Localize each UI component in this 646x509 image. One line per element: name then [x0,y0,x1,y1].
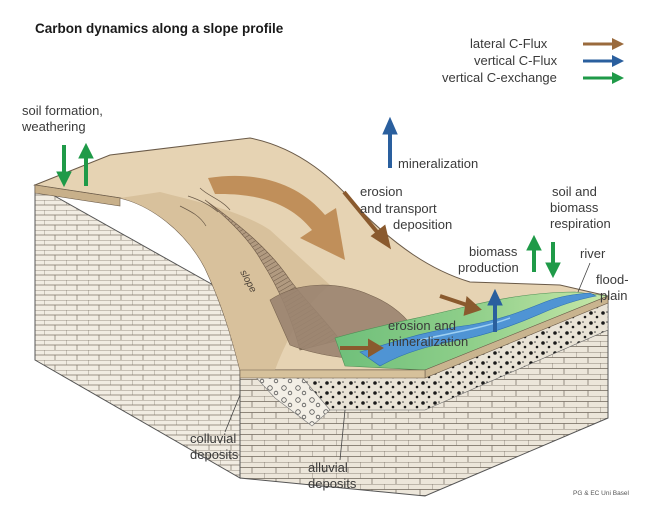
river-highlight [419,317,511,341]
legend-vertical-flux-label: vertical C-Flux [474,53,558,68]
vertical-exchange-arrows [56,142,561,279]
weathering-label: weathering [21,119,86,134]
lateral-flux-arrows [340,190,482,358]
plain-label: plain [600,288,627,303]
river-leader-line [577,262,591,293]
respiration-label: respiration [550,216,611,231]
mineralization-label: mineralization [398,156,478,171]
river-label: river [580,246,606,261]
colluvial-deposits-label: deposits [190,447,239,462]
legend-lateral-label: lateral C-Flux [470,36,548,51]
production-label: production [458,260,519,275]
colluvial-label: colluvial [190,431,236,446]
surface-cracks [179,187,231,227]
alluvial-label: alluvial [308,460,348,475]
erosion-and-label: erosion and [388,318,456,333]
biomass-label: biomass [469,244,518,259]
soil-formation-label: soil formation, [22,103,103,118]
legend: lateral C-Flux vertical C-Flux vertical … [442,36,624,85]
legend-exchange-label: vertical C-exchange [442,70,557,85]
biomass-resp-label: biomass [550,200,599,215]
erosion-flow-arrow [208,175,345,260]
alluvial-leader-line [339,409,346,461]
colluvial-leader-line [224,394,241,433]
erosion-mineralization-label: mineralization [388,334,468,349]
river-channel [359,292,597,367]
lateral-arrow-floodplain [439,294,471,308]
credit-text: PG & EC Uni Basel [573,490,630,497]
vertical-flux-arrows [382,116,503,332]
soil-layer-left [34,184,121,207]
soil-and-label: soil and [552,184,597,199]
diagram-title: Carbon dynamics along a slope profile [35,21,284,36]
lateral-arrow-erosion [342,190,384,240]
deposition-label: deposition [393,217,452,232]
alluvial-deposits-label: deposits [308,476,357,491]
flood-label: flood- [596,272,629,287]
transport-label: and transport [360,201,437,216]
erosion-label: erosion [360,184,403,199]
soil-top-strip [239,369,426,379]
hillslope-surface [120,192,330,370]
